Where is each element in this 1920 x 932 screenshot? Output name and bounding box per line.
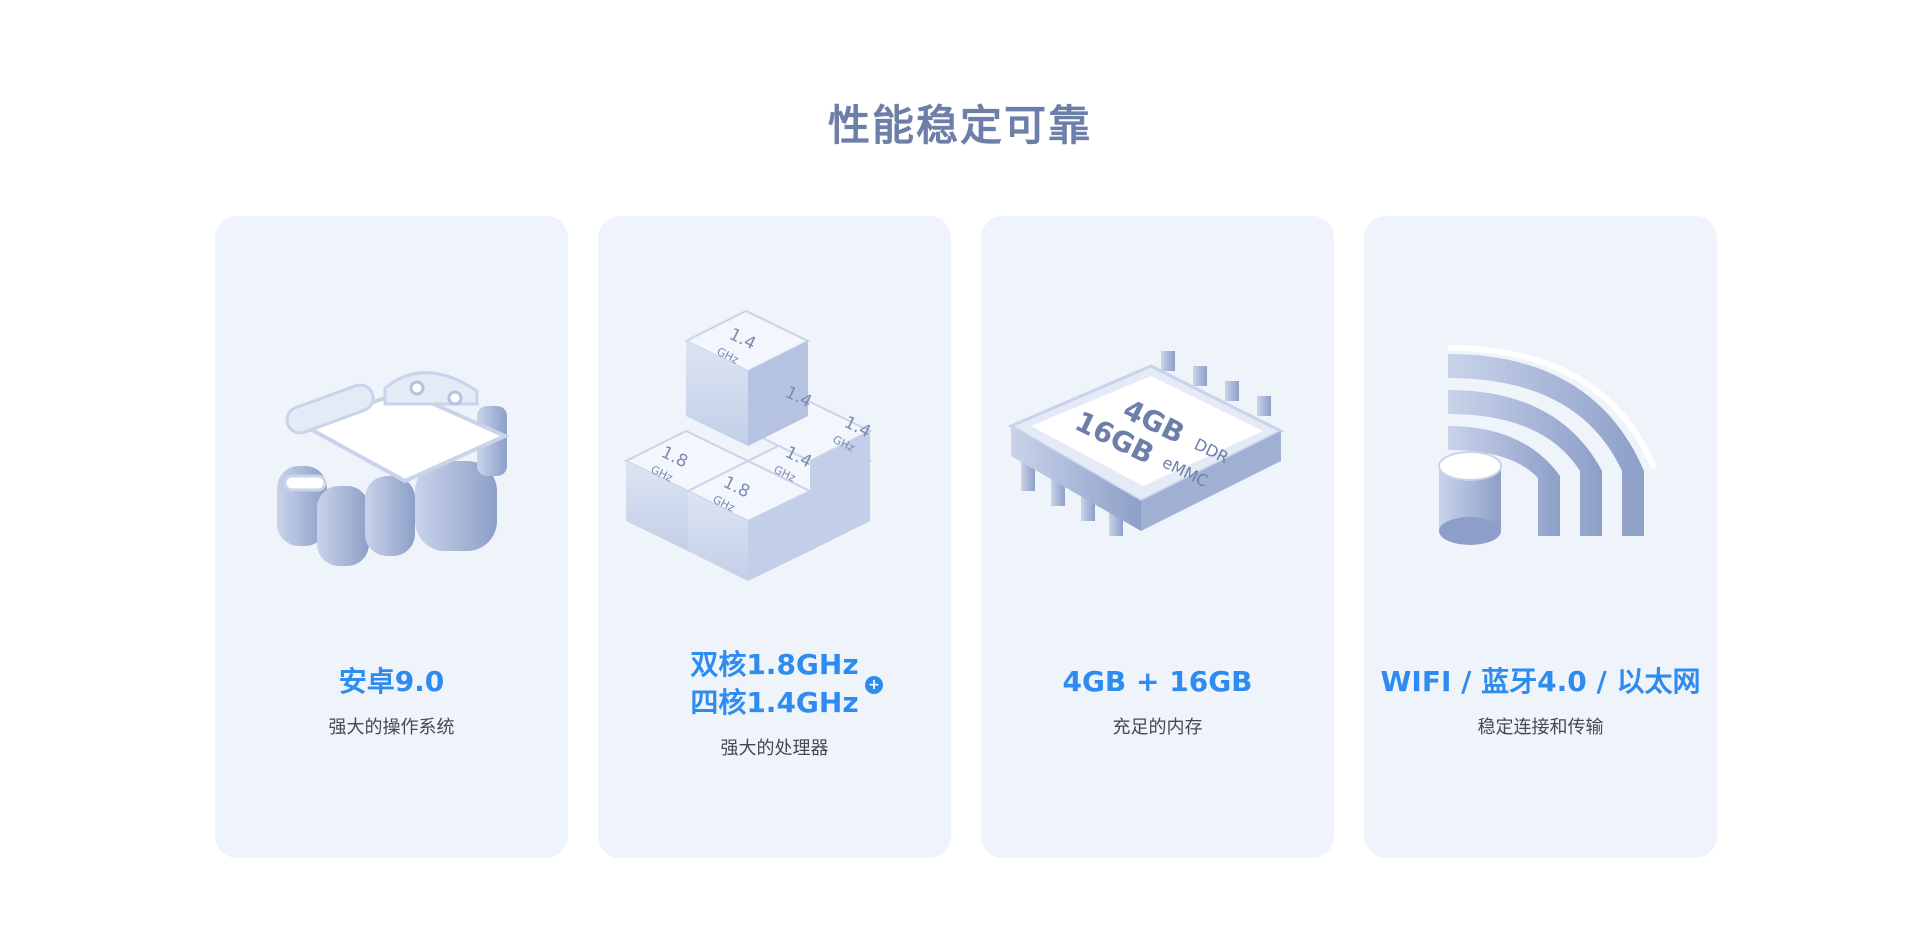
card-subtitle: 稳定连接和传输 [1477, 717, 1604, 738]
card-title: 双核1.8GHz 四核1.4GHz [598, 646, 951, 722]
cpu-cores-cubes-icon: 1.4 GHz 1.4 1.4 GHz 1.4 GHz 1.8 GHz 1.8 … [598, 296, 951, 606]
card-title: 安卓9.0 [338, 665, 445, 698]
feature-card-memory: 4GB DDR 16GB eMMC 4GB + 16GB 充足的内存 [981, 216, 1334, 858]
card-subtitle: 强大的处理器 [720, 738, 829, 759]
card-subtitle: 强大的操作系统 [328, 717, 455, 738]
feature-card-connectivity: WIFI / 蓝牙4.0 / 以太网 稳定连接和传输 [1364, 216, 1717, 858]
wifi-signal-icon [1364, 296, 1717, 606]
feature-card-cpu: 1.4 GHz 1.4 1.4 GHz 1.4 GHz 1.8 GHz 1.8 … [598, 216, 951, 858]
feature-card-android: 安卓9.0 强大的操作系统 [215, 216, 568, 858]
card-title: WIFI / 蓝牙4.0 / 以太网 [1380, 665, 1701, 698]
memory-chip-icon: 4GB DDR 16GB eMMC [981, 296, 1334, 606]
plus-icon: + [865, 676, 883, 694]
android-robot-icon [215, 296, 568, 606]
card-title-line1: 双核1.8GHz [690, 648, 859, 681]
card-title-line2: 四核1.4GHz [690, 686, 859, 719]
page-title: 性能稳定可靠 [827, 101, 1092, 150]
card-subtitle: 充足的内存 [1112, 717, 1203, 738]
card-title: 4GB + 16GB [1062, 665, 1253, 698]
feature-cards: 安卓9.0 强大的操作系统 [215, 216, 1717, 858]
